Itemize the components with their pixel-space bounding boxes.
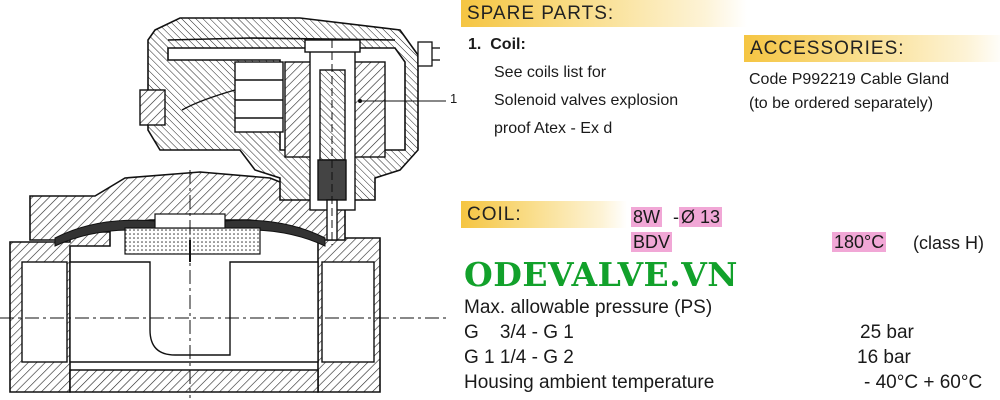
spec-row-1-value: 25 bar [860,322,914,343]
spec-row-1-label: G 3/4 - G 1 [464,322,574,343]
flow-passage [21,261,375,363]
callout-1 [358,99,446,103]
spec-row-2-value: 16 bar [857,347,911,368]
spec-row-3-label: Housing ambient temperature [464,372,715,393]
coil-diameter: Ø 13 [679,207,723,227]
coil-power: 8W [631,207,662,227]
pressure-title: Max. allowable pressure (PS) [464,297,713,318]
spare-part-line-3: proof Atex - Ex d [494,120,613,137]
coil-temperature: 180°C [832,231,887,253]
spare-part-line-2: Solenoid valves explosion [494,92,679,109]
coil-dash: - [673,207,680,227]
coil-header: COIL: [461,201,627,228]
coil-temperature-value: 180°C [832,232,887,252]
coil-power-row: 8W -Ø 13 [631,206,723,228]
spec-row-3-value: - 40°C + 60°C [864,372,983,393]
spare-part-item-title: 1. Coil: [468,36,526,54]
item-title: Coil: [490,36,526,53]
accessories-line-2: (to be ordered separately) [749,95,934,112]
accessories-header: ACCESSORIES: [744,35,1000,62]
coil-class: (class H) [913,233,984,253]
center-lines [0,170,450,398]
item-number: 1. [468,36,482,53]
accessories-line-1: Code P992219 Cable Gland [749,71,950,88]
coil-type-value: BDV [631,232,673,252]
spec-row-2-label: G 1 1/4 - G 2 [464,347,574,368]
valve-cross-section-drawing [0,17,450,398]
terminal-block [139,61,284,133]
spare-parts-header: SPARE PARTS: [461,0,747,27]
spare-part-line-1: See coils list for [494,64,607,81]
callout-number: 1 [450,91,458,106]
brand-logo-text: ODEVALVE.VN [464,255,738,294]
coil-assembly [284,39,386,245]
cable-gland-port [417,41,440,67]
coil-type: BDV [631,231,673,253]
